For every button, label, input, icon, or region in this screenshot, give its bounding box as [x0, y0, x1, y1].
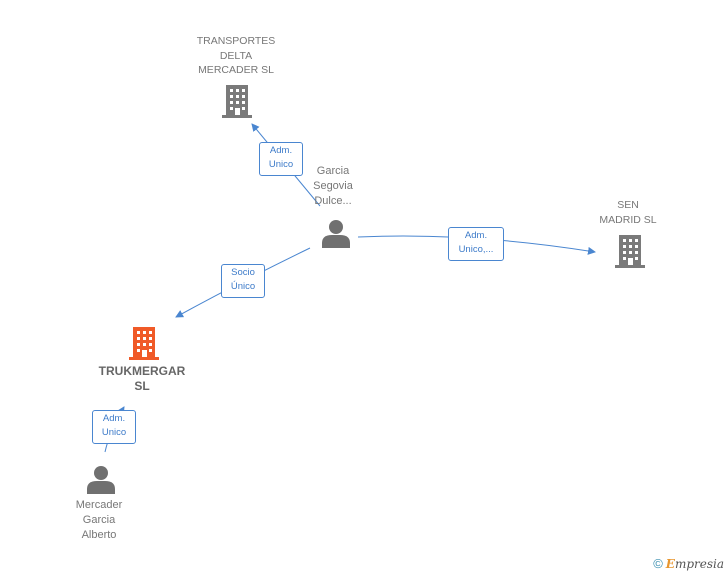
copyright-icon: ©: [653, 556, 663, 571]
node-label-sen-madrid[interactable]: SEN MADRID SL: [599, 199, 657, 226]
edge-label-adm-unico-truk[interactable]: Adm. Unico: [92, 410, 136, 444]
node-label-transportes[interactable]: TRANSPORTES DELTA MERCADER SL: [196, 35, 276, 76]
edge-label-socio-unico[interactable]: Socio Único: [221, 264, 265, 298]
building-icon[interactable]: [128, 326, 160, 360]
brand-name: mpresia: [674, 557, 724, 571]
edge-label-adm-unico-sen[interactable]: Adm. Unico,...: [448, 227, 504, 261]
building-icon[interactable]: [221, 84, 253, 118]
empresia-logo[interactable]: ©Empresia: [653, 556, 724, 571]
node-label-garcia[interactable]: Garcia Segovia Dulce...: [313, 165, 353, 207]
brand-initial: E: [665, 557, 675, 571]
edge-label-adm-unico[interactable]: Adm. Unico: [259, 142, 303, 176]
person-icon[interactable]: [320, 218, 352, 248]
person-icon[interactable]: [85, 464, 117, 494]
node-label-mercader[interactable]: Mercader Garcia Alberto: [75, 499, 123, 541]
node-label-trukmergar[interactable]: TRUKMERGAR SL: [98, 364, 186, 393]
building-icon[interactable]: [614, 234, 646, 268]
